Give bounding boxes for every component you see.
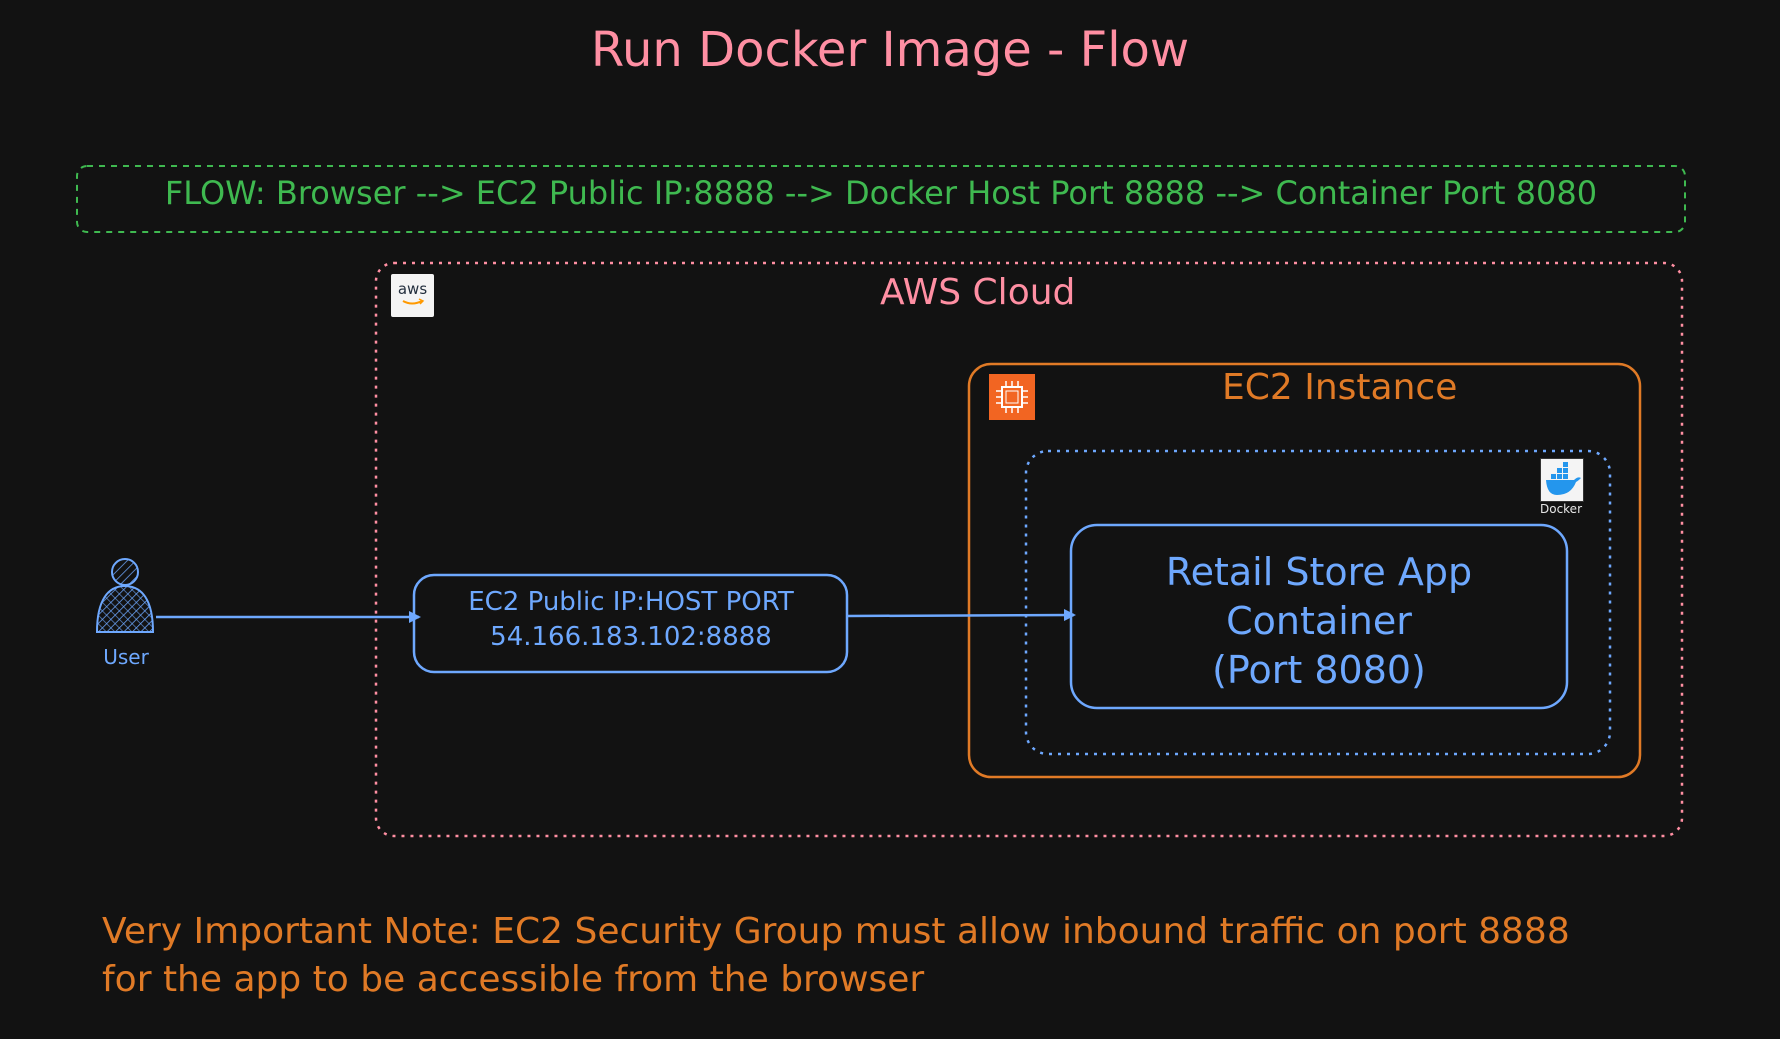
public-ip-text: EC2 Public IP:HOST PORT 54.166.183.102:8… xyxy=(416,585,846,655)
container-text: Retail Store App Container (Port 8080) xyxy=(1072,548,1566,695)
chip-icon xyxy=(996,381,1028,413)
note-line1: Very Important Note: EC2 Security Group … xyxy=(102,911,1570,952)
aws-cloud-label: AWS Cloud xyxy=(880,272,1076,313)
flow-text: FLOW: Browser --> EC2 Public IP:8888 -->… xyxy=(164,174,1598,212)
user-icon xyxy=(95,558,155,633)
important-note: Very Important Note: EC2 Security Group … xyxy=(102,908,1742,1004)
docker-label: Docker xyxy=(1539,502,1583,516)
public-ip-box xyxy=(412,573,849,674)
aws-logo-icon: aws xyxy=(391,274,434,317)
note-line2: for the app to be accessible from the br… xyxy=(102,959,925,1000)
ec2-chip-icon xyxy=(989,374,1035,420)
docker-whale-icon xyxy=(1540,458,1584,502)
whale-icon xyxy=(1546,462,1581,495)
user-label: User xyxy=(103,645,149,669)
public-ip-line1: EC2 Public IP:HOST PORT xyxy=(468,587,794,617)
aws-cloud-boundary xyxy=(374,261,1684,838)
aws-logo-text: aws xyxy=(397,280,428,298)
container-line3: (Port 8080) xyxy=(1212,648,1426,692)
ec2-instance-label: EC2 Instance xyxy=(1222,367,1458,408)
container-line2: Container xyxy=(1226,599,1412,643)
docker-host-boundary xyxy=(1024,449,1612,756)
aws-smile-icon xyxy=(402,298,425,305)
container-line1: Retail Store App xyxy=(1165,550,1473,594)
public-ip-line2: 54.166.183.102:8888 xyxy=(490,622,772,652)
flow-box xyxy=(76,165,1686,233)
page-title: Run Docker Image - Flow xyxy=(590,22,1190,78)
arrow-ip-to-container xyxy=(846,609,1076,622)
ec2-instance-box xyxy=(967,362,1642,779)
